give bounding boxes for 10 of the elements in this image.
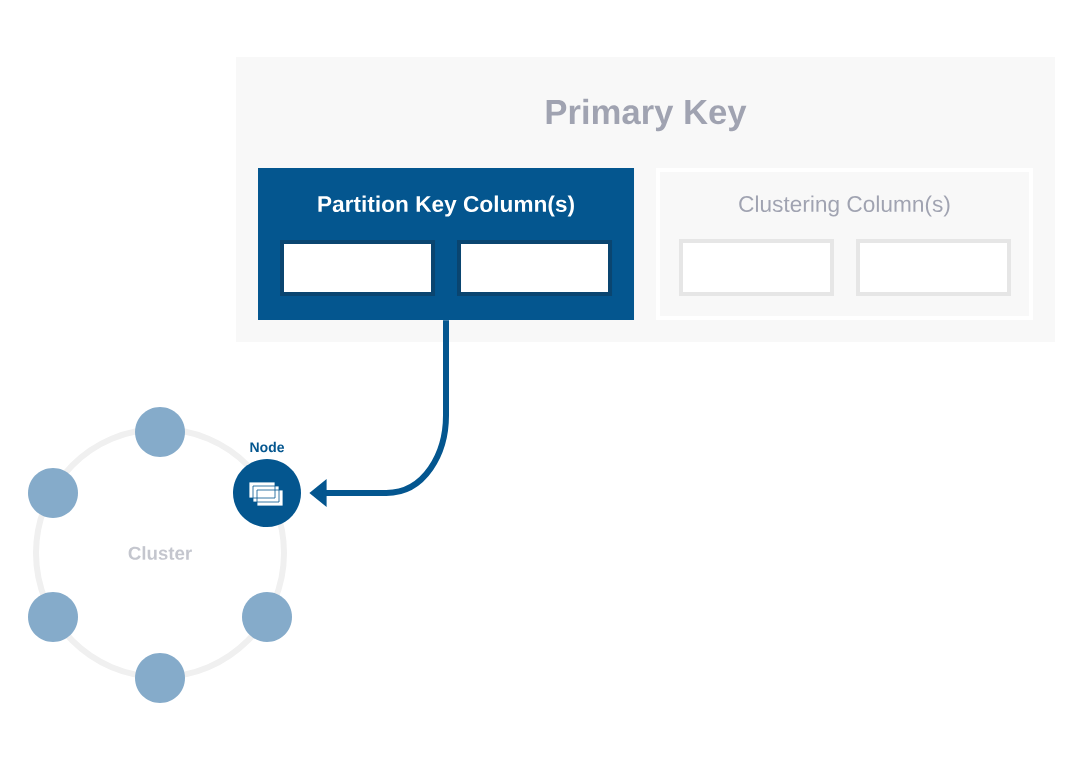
node-circle <box>28 468 78 518</box>
node-circle <box>28 592 78 642</box>
node-circle <box>135 653 185 703</box>
column-box <box>679 239 834 296</box>
node-label: Node <box>250 441 285 453</box>
node-circle <box>135 407 185 457</box>
column-box <box>856 239 1011 296</box>
column-box <box>280 240 435 296</box>
column-box <box>457 240 612 296</box>
node-circle <box>242 592 292 642</box>
